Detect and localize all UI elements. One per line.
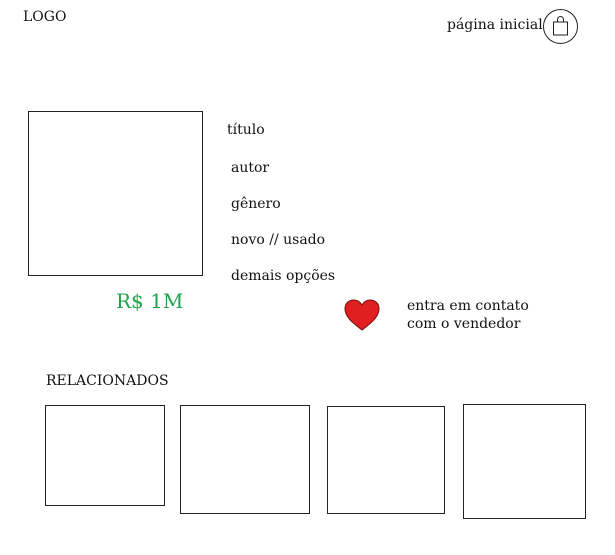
related-heading: RELACIONADOS (46, 373, 169, 389)
more-options[interactable]: demais opções (231, 268, 336, 284)
product-author: autor (231, 160, 270, 176)
heart-icon (344, 299, 380, 331)
product-genre: gênero (231, 196, 281, 212)
product-image (28, 111, 203, 276)
contact-seller-link[interactable]: entra em contato com o vendedor (407, 297, 529, 333)
related-item[interactable] (463, 404, 586, 519)
shopping-bag-icon (553, 16, 568, 36)
contact-line-2: com o vendedor (407, 316, 521, 332)
product-price: R$ 1M (116, 289, 184, 313)
cart-button[interactable] (543, 9, 578, 44)
product-condition: novo // usado (231, 232, 326, 248)
related-item[interactable] (45, 405, 165, 506)
related-item[interactable] (327, 406, 445, 514)
product-title: título (227, 122, 265, 138)
favorite-button[interactable] (343, 298, 381, 332)
contact-line-1: entra em contato (407, 298, 529, 314)
related-item[interactable] (180, 405, 310, 514)
logo: LOGO (23, 9, 67, 25)
home-link[interactable]: página inicial (447, 17, 543, 33)
